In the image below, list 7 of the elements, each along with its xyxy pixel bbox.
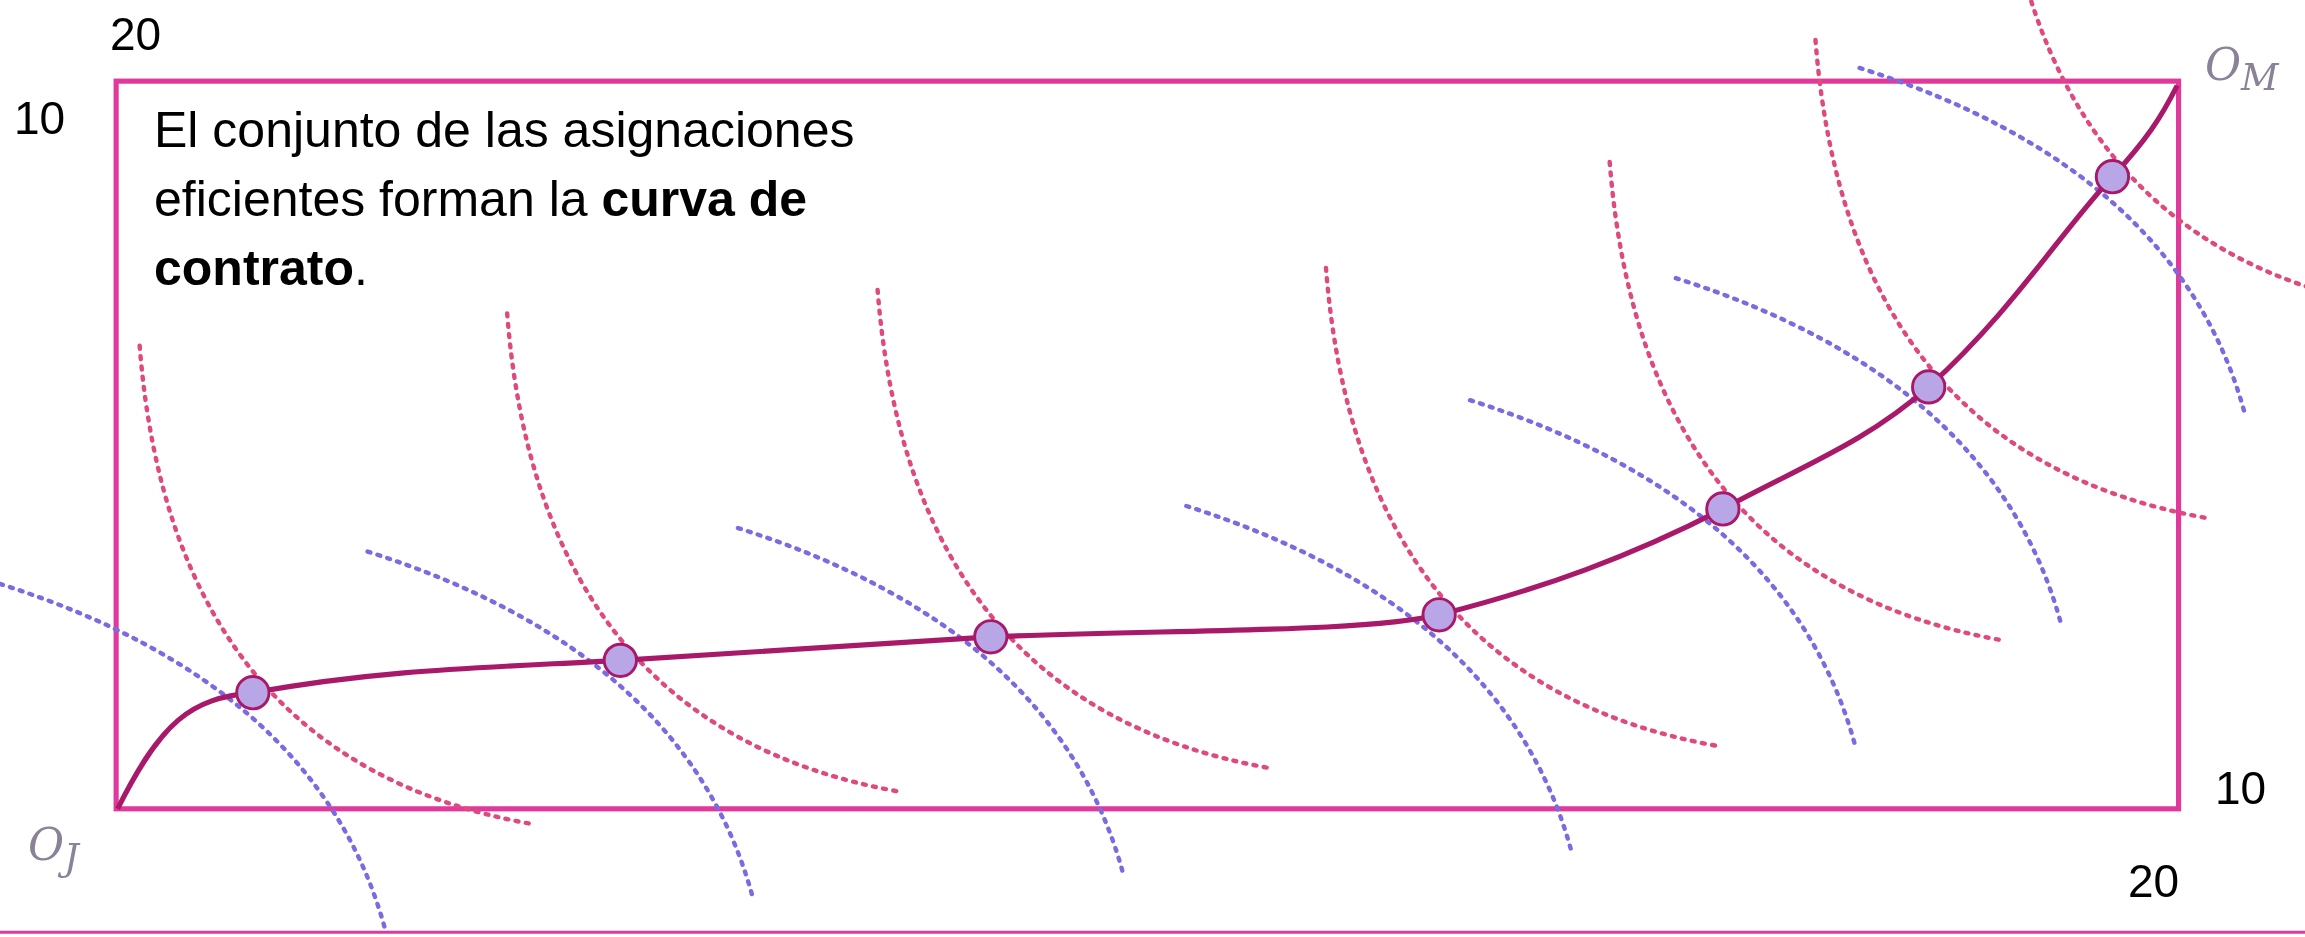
- origin-label: O$_{M}$: [2205, 40, 2279, 99]
- axis-number: 10: [2215, 762, 2267, 815]
- axis-number: 20: [110, 8, 162, 61]
- contract-curve-note: El conjunto de las asignaciones eficientes forman la curva de contrato.: [154, 101, 856, 298]
- axis-number: 20: [2128, 855, 2180, 908]
- origin-label: O$_{J}$: [28, 820, 79, 879]
- axis-number: 10: [14, 92, 66, 145]
